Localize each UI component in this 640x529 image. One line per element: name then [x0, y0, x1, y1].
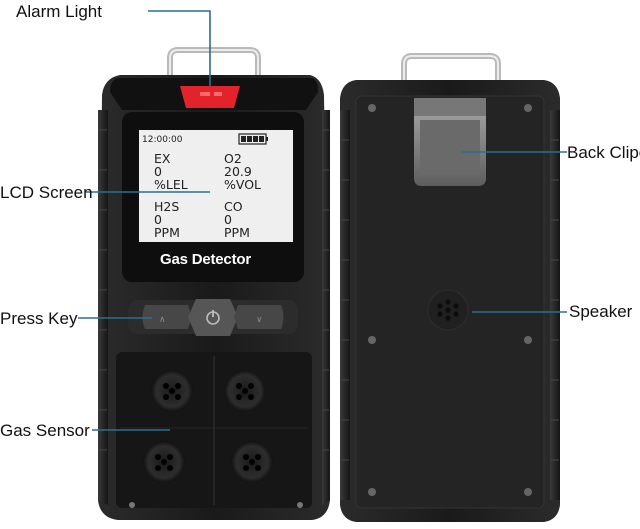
lcd-unit-ex: %LEL [154, 177, 188, 192]
svg-text:∨: ∨ [256, 315, 263, 325]
up-key [142, 305, 192, 329]
alarm-line [148, 10, 211, 86]
front-handle [167, 47, 261, 78]
screw-br [524, 488, 532, 496]
svg-text:∧: ∧ [159, 315, 166, 325]
label-alarm-light: Alarm Light [16, 2, 102, 21]
lcd-unit-co: PPM [224, 225, 250, 240]
down-key [234, 305, 284, 329]
label-lcd-screen: LCD Screen [0, 183, 93, 202]
back-device [340, 53, 560, 522]
label-speaker: Speaker [569, 302, 633, 321]
lcd-gas-o2: O2 [224, 151, 242, 166]
lcd-value-h2s: 0 [154, 212, 162, 227]
screw-tr [524, 104, 532, 112]
gas-sensors [143, 370, 273, 483]
label-gas-sensor: Gas Sensor [0, 421, 90, 440]
lcd-value-co: 0 [224, 212, 232, 227]
lcd-value-o2: 20.9 [224, 164, 252, 179]
lcd-unit-o2: %VOL [224, 177, 262, 192]
front-device: ∧ ∨ [98, 47, 330, 520]
lcd-gas-h2s: H2S [154, 199, 180, 214]
screw-tl [368, 104, 376, 112]
label-back-clip: Back Clipe [567, 143, 640, 162]
screw-ml [368, 336, 376, 344]
power-key [188, 299, 238, 336]
lcd-gas-co: CO [224, 199, 243, 214]
callout-lines [78, 10, 567, 431]
lcd-gas-ex: EX [154, 151, 171, 166]
alarm-light [180, 86, 240, 108]
lcd-time: 12:00:00 [142, 135, 183, 145]
lcd-unit-h2s: PPM [154, 225, 180, 240]
lcd-value-ex: 0 [154, 164, 162, 179]
screw-mr [524, 336, 532, 344]
lcd-screen [139, 130, 293, 242]
label-press-key: Press Key [0, 309, 78, 328]
brand-label: Gas Detector [160, 251, 251, 268]
screw-bl [368, 488, 376, 496]
